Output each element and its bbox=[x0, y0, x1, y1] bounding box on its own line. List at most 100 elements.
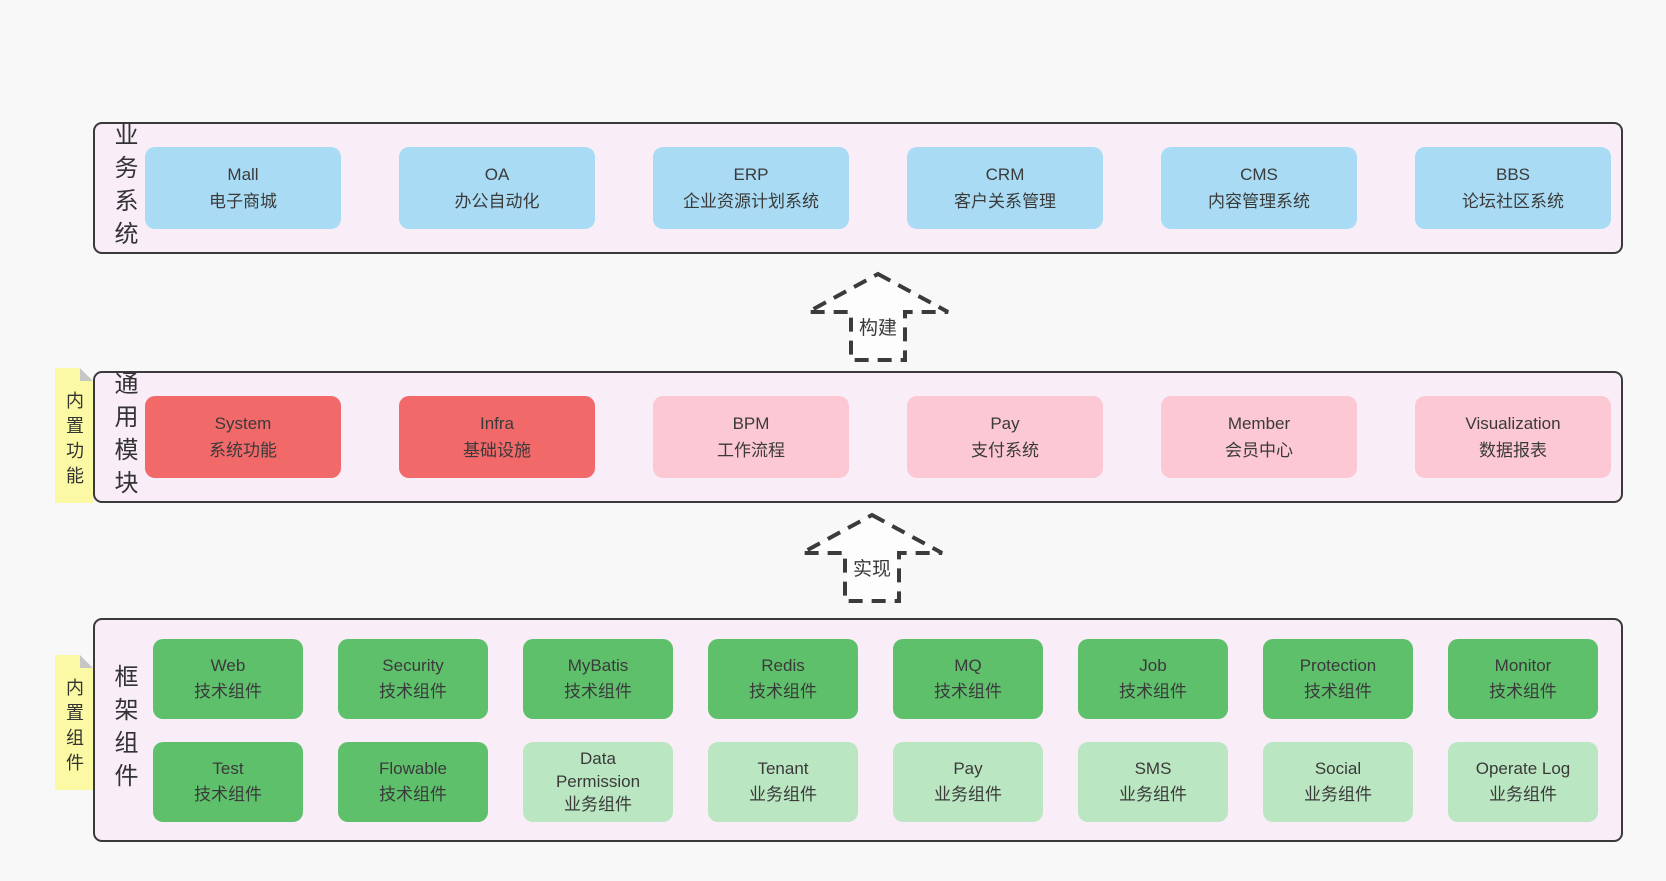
band-modules-label: 通用模块 bbox=[110, 371, 137, 503]
box-title: SMS bbox=[1134, 758, 1172, 778]
box-title: OA bbox=[484, 165, 510, 184]
box-oa: OA 办公自动化 bbox=[399, 147, 595, 229]
sticky-label: 内置功能 bbox=[64, 390, 84, 491]
box-visualization: Visualization 数据报表 bbox=[1415, 396, 1611, 478]
box-cms: CMS 内容管理系统 bbox=[1161, 147, 1357, 229]
box-title: Protection bbox=[1299, 655, 1377, 675]
box-title: Pay bbox=[990, 414, 1020, 433]
box-subtitle: 技术组件 bbox=[1304, 681, 1372, 701]
box-subtitle: 数据报表 bbox=[1479, 441, 1547, 460]
box-subtitle: 技术组件 bbox=[379, 681, 447, 701]
box-subtitle: 业务组件 bbox=[749, 784, 817, 804]
box-subtitle: 电子商城 bbox=[209, 192, 277, 211]
box-title: Redis bbox=[761, 655, 805, 675]
box-redis: Redis 技术组件 bbox=[708, 638, 858, 719]
box-mq: MQ 技术组件 bbox=[893, 638, 1043, 719]
band-common-modules: 通用模块 System 系统功能 Infra 基础设施 BPM 工作流程 Pay… bbox=[93, 371, 1623, 503]
box-operate-log: Operate Log 业务组件 bbox=[1448, 741, 1598, 822]
box-subtitle: 技术组件 bbox=[749, 681, 817, 701]
box-subtitle: 技术组件 bbox=[194, 681, 262, 701]
box-title: BPM bbox=[732, 414, 770, 433]
box-web: Web 技术组件 bbox=[153, 638, 303, 719]
box-title: Operate Log bbox=[1475, 758, 1571, 778]
box-title: Job bbox=[1139, 655, 1167, 675]
box-test: Test 技术组件 bbox=[153, 741, 303, 822]
sticky-built-in-features: 内置功能 bbox=[55, 368, 93, 503]
arrow-build: 构建 bbox=[803, 271, 953, 363]
box-data-permission: Data Permission 业务组件 bbox=[523, 741, 673, 822]
box-subtitle: 技术组件 bbox=[194, 784, 262, 804]
box-subtitle: 技术组件 bbox=[379, 784, 447, 804]
box-title: MyBatis bbox=[567, 655, 629, 675]
box-title: MQ bbox=[954, 655, 982, 675]
business-boxes-row: Mall 电子商城 OA 办公自动化 ERP 企业资源计划系统 CRM 客户关系… bbox=[145, 147, 1611, 229]
box-tenant: Tenant 业务组件 bbox=[708, 741, 858, 822]
box-flowable: Flowable 技术组件 bbox=[338, 741, 488, 822]
sticky-built-in-components: 内置组件 bbox=[55, 655, 93, 790]
box-title: Infra bbox=[479, 414, 515, 433]
box-security: Security 技术组件 bbox=[338, 638, 488, 719]
box-subtitle: 企业资源计划系统 bbox=[683, 192, 819, 211]
box-title: Web bbox=[210, 655, 246, 675]
band-components-label: 框架组件 bbox=[110, 664, 137, 796]
box-subtitle: 技术组件 bbox=[1489, 681, 1557, 701]
box-system: System 系统功能 bbox=[145, 396, 341, 478]
box-subtitle: 工作流程 bbox=[717, 441, 785, 460]
modules-boxes-row: System 系统功能 Infra 基础设施 BPM 工作流程 Pay 支付系统… bbox=[145, 396, 1611, 478]
box-pay-system: Pay 支付系统 bbox=[907, 396, 1103, 478]
arrow-build-label: 构建 bbox=[855, 313, 901, 340]
band-framework-components: 框架组件 Web 技术组件 Security 技术组件 MyBatis 技术组件… bbox=[93, 618, 1623, 842]
box-title: ERP bbox=[733, 165, 769, 184]
box-infra: Infra 基础设施 bbox=[399, 396, 595, 478]
box-subtitle: 会员中心 bbox=[1225, 441, 1293, 460]
box-title: Member bbox=[1227, 414, 1291, 433]
box-title: CMS bbox=[1240, 165, 1278, 184]
box-subtitle: 业务组件 bbox=[1119, 784, 1187, 804]
box-title: System bbox=[214, 414, 272, 433]
box-title: Pay bbox=[953, 758, 983, 778]
box-subtitle: 技术组件 bbox=[564, 681, 632, 701]
components-row-1: Web 技术组件 Security 技术组件 MyBatis 技术组件 Redi… bbox=[153, 638, 1598, 719]
band-business-systems: 业务系统 Mall 电子商城 OA 办公自动化 ERP 企业资源计划系统 CRM… bbox=[93, 122, 1623, 254]
box-mybatis: MyBatis 技术组件 bbox=[523, 638, 673, 719]
arrow-implement-label: 实现 bbox=[849, 554, 895, 581]
box-bbs: BBS 论坛社区系统 bbox=[1415, 147, 1611, 229]
box-subtitle: 系统功能 bbox=[209, 441, 277, 460]
box-title: Test bbox=[212, 758, 244, 778]
box-title: Security bbox=[382, 655, 444, 675]
box-subtitle: 客户关系管理 bbox=[954, 192, 1056, 211]
band-business-label: 业务系统 bbox=[110, 122, 137, 254]
box-subtitle: 业务组件 bbox=[1304, 784, 1372, 804]
box-job: Job 技术组件 bbox=[1078, 638, 1228, 719]
box-title: Monitor bbox=[1494, 655, 1552, 675]
components-row-2: Test 技术组件 Flowable 技术组件 Data Permission … bbox=[153, 741, 1598, 822]
arrow-implement: 实现 bbox=[797, 512, 947, 604]
sticky-label: 内置组件 bbox=[64, 677, 84, 778]
box-sms: SMS 业务组件 bbox=[1078, 741, 1228, 822]
box-title: Social bbox=[1314, 758, 1362, 778]
box-subtitle: 内容管理系统 bbox=[1208, 192, 1310, 211]
box-mall: Mall 电子商城 bbox=[145, 147, 341, 229]
box-pay-component: Pay 业务组件 bbox=[893, 741, 1043, 822]
box-title: CRM bbox=[985, 165, 1025, 184]
folded-corner-icon bbox=[80, 368, 93, 381]
box-title: BBS bbox=[1495, 165, 1531, 184]
box-subtitle: 业务组件 bbox=[934, 784, 1002, 804]
box-subtitle: 业务组件 bbox=[564, 795, 632, 814]
box-title: Visualization bbox=[1465, 414, 1561, 433]
box-subtitle: 技术组件 bbox=[934, 681, 1002, 701]
box-monitor: Monitor 技术组件 bbox=[1448, 638, 1598, 719]
box-bpm: BPM 工作流程 bbox=[653, 396, 849, 478]
box-member: Member 会员中心 bbox=[1161, 396, 1357, 478]
box-subtitle: 基础设施 bbox=[463, 441, 531, 460]
box-title: Flowable bbox=[378, 758, 448, 778]
box-erp: ERP 企业资源计划系统 bbox=[653, 147, 849, 229]
box-subtitle: 技术组件 bbox=[1119, 681, 1187, 701]
box-subtitle: 业务组件 bbox=[1489, 784, 1557, 804]
box-title: Mall bbox=[227, 165, 259, 184]
components-grid: Web 技术组件 Security 技术组件 MyBatis 技术组件 Redi… bbox=[153, 638, 1598, 822]
folded-corner-icon bbox=[80, 655, 93, 668]
box-subtitle: 论坛社区系统 bbox=[1462, 192, 1564, 211]
box-subtitle: 支付系统 bbox=[971, 441, 1039, 460]
